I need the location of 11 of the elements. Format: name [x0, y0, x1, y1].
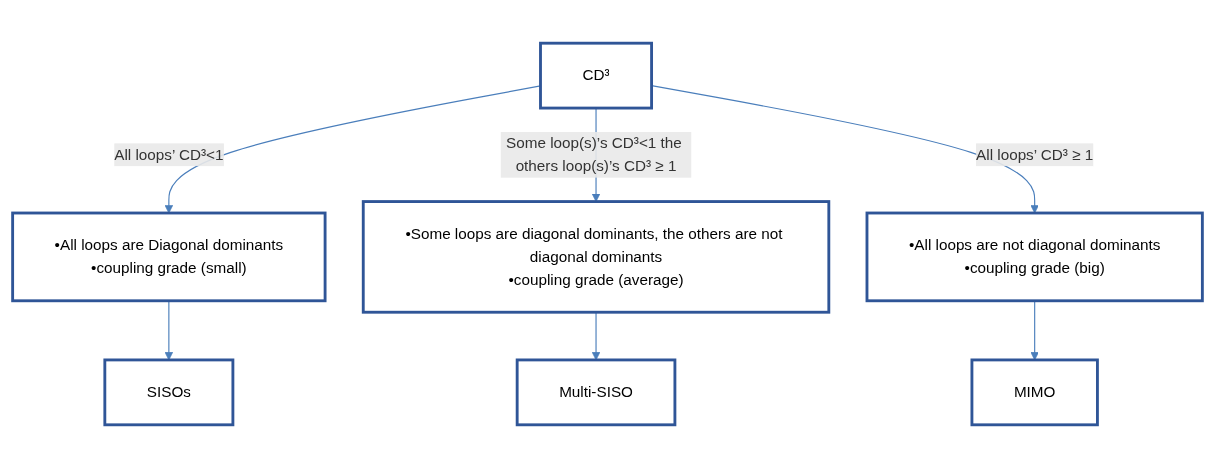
node-box: MIMO — [970, 358, 1099, 427]
node-box: •Some loops are diagonal dominants, the others are not diagonal dominants •coupling grade (average) — [361, 200, 831, 314]
node-box: •All loops are Diagonal dominants •coupling grade (small) — [11, 211, 327, 303]
arrow — [651, 85, 1039, 214]
node-box: SISOs — [103, 358, 235, 427]
edge-label: Some loop(s)’s CD³<1 the others loop(s)’s CD³ ≥ 1 — [506, 134, 682, 174]
node-box: Multi-SISO — [515, 358, 677, 427]
node-box: •All loops are not diagonal dominants •coupling grade (big) — [865, 211, 1204, 303]
edge-label: All loops’ CD³ ≥ 1 — [976, 146, 1094, 163]
node-box: CD³ — [539, 41, 653, 110]
edge-label: All loops’ CD³<1 — [114, 146, 224, 163]
